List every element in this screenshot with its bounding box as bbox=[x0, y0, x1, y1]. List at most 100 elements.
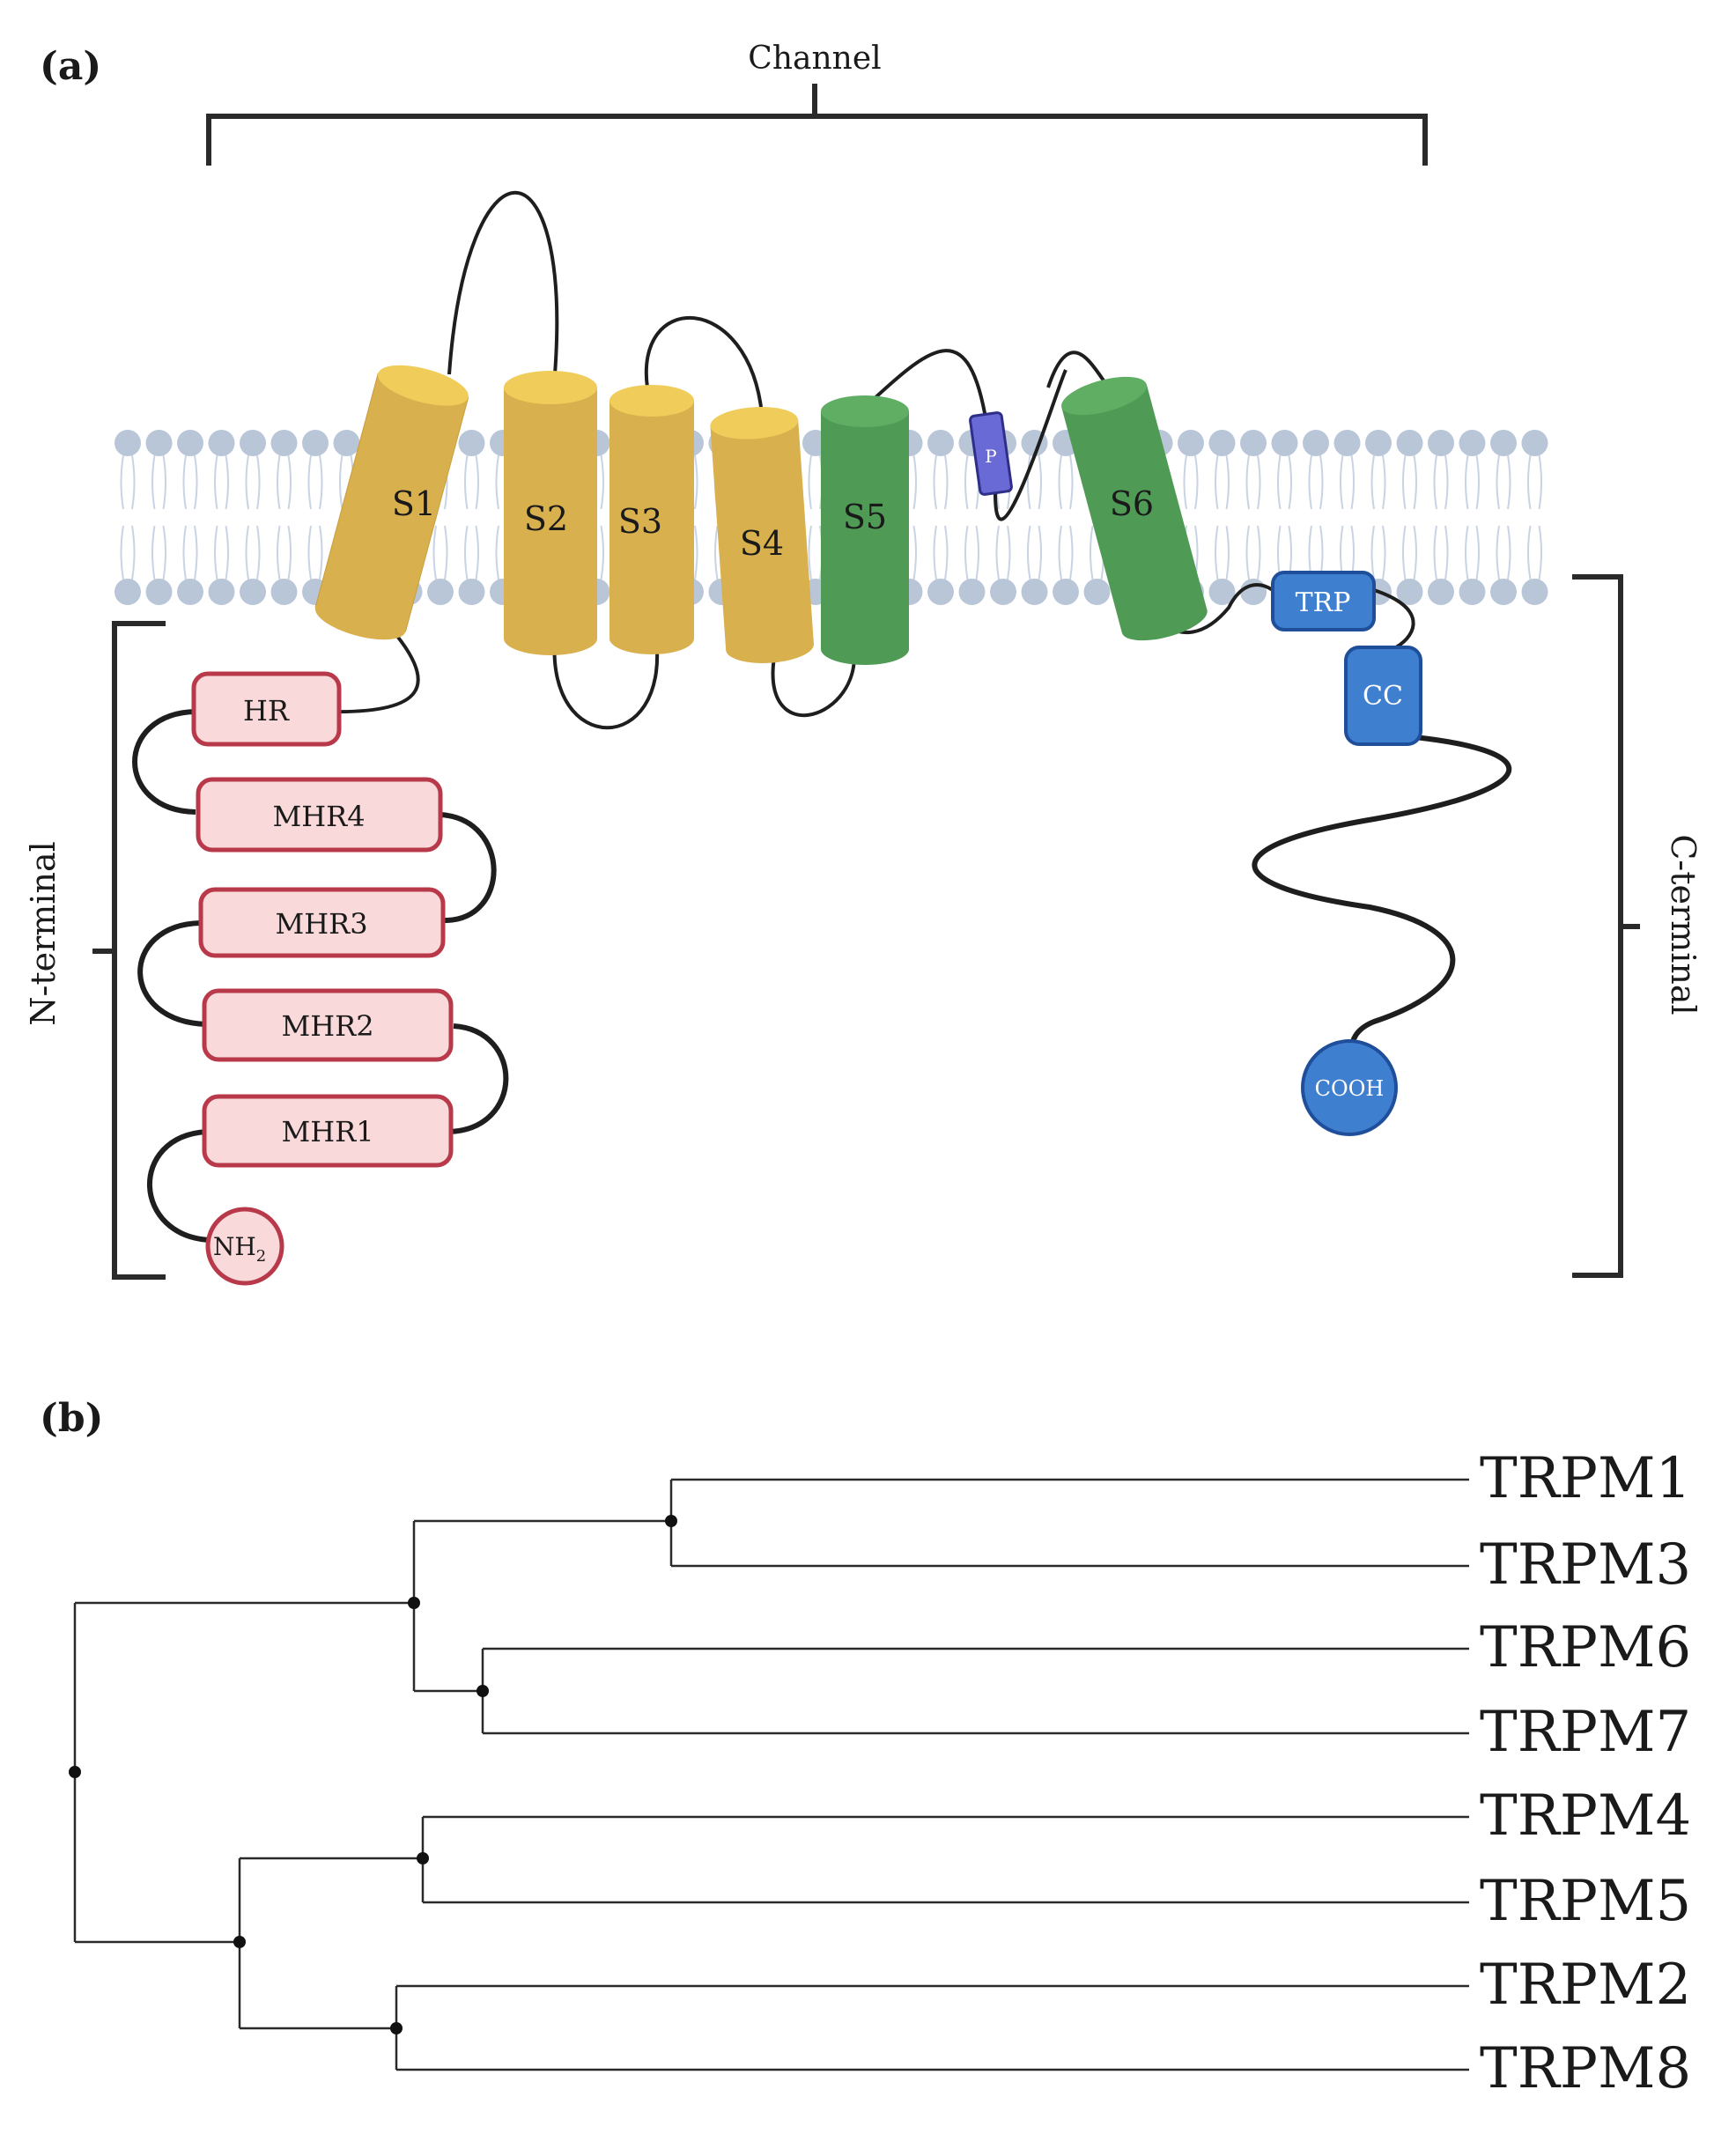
lipid-tail bbox=[912, 454, 917, 510]
lipid-head bbox=[1208, 579, 1236, 605]
lipid-tail bbox=[225, 525, 229, 580]
tree-node bbox=[665, 1515, 677, 1527]
panel-a-label: (a) bbox=[40, 44, 101, 89]
lipid-tail bbox=[319, 454, 323, 510]
helix-label-s6: S6 bbox=[1110, 484, 1154, 523]
nh2-terminus: NH2 bbox=[205, 1207, 284, 1286]
helix-label-s4: S4 bbox=[740, 524, 784, 563]
helix-label-s5: S5 bbox=[843, 498, 887, 536]
nh2-label: NH2 bbox=[213, 1232, 266, 1266]
lipid-tail bbox=[131, 454, 136, 510]
lipid-tail bbox=[475, 454, 479, 510]
cooh-label: COOH bbox=[1315, 1076, 1385, 1101]
lipid-tail bbox=[1444, 525, 1449, 580]
lipid-tail bbox=[933, 525, 937, 580]
lipid-tail bbox=[1069, 525, 1074, 580]
leaf-label: TRPM6 bbox=[1480, 1615, 1691, 1680]
lipid-tail bbox=[1038, 525, 1042, 580]
helix-label-s3: S3 bbox=[618, 502, 662, 541]
n-domain-HR: HR bbox=[191, 671, 342, 747]
lipid-tail bbox=[277, 454, 281, 510]
lipid-tail bbox=[1538, 525, 1542, 580]
pore-helix: P bbox=[969, 411, 1013, 496]
lipid-tail bbox=[1475, 525, 1480, 580]
lipid-tail bbox=[194, 525, 198, 580]
lipid-tail bbox=[495, 454, 499, 510]
helix-S2: S2 bbox=[504, 371, 597, 655]
lipid-head bbox=[1521, 430, 1548, 456]
tree-node bbox=[390, 2022, 403, 2034]
lipid-tail bbox=[1245, 454, 1250, 510]
lipid-tail bbox=[151, 454, 156, 510]
lipid-tail bbox=[225, 454, 229, 510]
lipid-tail bbox=[287, 525, 292, 580]
lipid-tail bbox=[1308, 454, 1312, 510]
lipid-tail bbox=[1370, 454, 1375, 510]
lipid-tail bbox=[694, 454, 698, 510]
lipid-tail bbox=[256, 525, 261, 580]
nh2-text: NH bbox=[213, 1232, 256, 1261]
lipid-tail bbox=[694, 525, 698, 580]
lipid-tail bbox=[277, 525, 281, 580]
tree-leaf-labels: TRPM1 TRPM3 TRPM6 TRPM7 TRPM4 TRPM5 TRPM… bbox=[1480, 1446, 1691, 2101]
lipid-head bbox=[958, 579, 986, 605]
lipid-tail bbox=[475, 525, 479, 580]
lipid-head bbox=[927, 430, 954, 456]
tree-node bbox=[476, 1685, 489, 1697]
lipid-tail bbox=[808, 525, 812, 580]
channel-label: Channel bbox=[748, 41, 881, 77]
lipid-tail bbox=[194, 454, 198, 510]
lipid-tail bbox=[1402, 525, 1407, 580]
lipid-head bbox=[458, 430, 485, 456]
lipid-head bbox=[1333, 430, 1361, 456]
lipid-head bbox=[1178, 430, 1204, 456]
lipid-head bbox=[1021, 579, 1048, 605]
lipid-tail bbox=[495, 525, 499, 580]
helix-S5: S5 bbox=[821, 395, 909, 665]
lipid-tail bbox=[944, 525, 949, 580]
lipid-tail bbox=[1340, 454, 1344, 510]
lipid-tail bbox=[1444, 454, 1449, 510]
lipid-head bbox=[177, 579, 203, 605]
n-domain-label-mhr4: MHR4 bbox=[272, 800, 365, 833]
nh2-subscript: 2 bbox=[256, 1247, 266, 1266]
lipid-tail bbox=[1413, 454, 1417, 510]
n-domain-label-hr: HR bbox=[243, 694, 290, 727]
lipid-tail bbox=[287, 454, 292, 510]
lipid-tail bbox=[1257, 454, 1261, 510]
lipid-tail bbox=[912, 525, 917, 580]
lipid-tail bbox=[975, 525, 979, 580]
lipid-tail bbox=[256, 454, 261, 510]
lipid-tail bbox=[1350, 454, 1355, 510]
helix-label-s2: S2 bbox=[524, 499, 568, 538]
helix-S1: S1 bbox=[314, 365, 469, 640]
lipid-head bbox=[333, 430, 360, 456]
lipid-tail bbox=[464, 454, 469, 510]
lipid-tail bbox=[1527, 454, 1532, 510]
lipid-tail bbox=[464, 525, 469, 580]
n-terminal-bracket bbox=[92, 621, 166, 1280]
lipid-tail bbox=[182, 525, 187, 580]
lipid-head bbox=[1428, 579, 1454, 605]
lipid-tail bbox=[808, 454, 812, 510]
tree-node bbox=[408, 1597, 420, 1609]
lipid-tail bbox=[1496, 454, 1500, 510]
lipid-head bbox=[1428, 430, 1454, 456]
lipid-tail bbox=[444, 525, 448, 580]
lipid-tail bbox=[600, 454, 604, 510]
lipid-tail bbox=[1382, 525, 1386, 580]
lipid-tail bbox=[245, 454, 249, 510]
helix-S3: S3 bbox=[609, 385, 694, 654]
lipid-tail bbox=[1058, 454, 1062, 510]
lipid-tail bbox=[1433, 454, 1437, 510]
lipid-tail bbox=[245, 525, 249, 580]
lipid-tail bbox=[714, 525, 719, 580]
channel-bracket bbox=[206, 84, 1428, 166]
c-domain-TRP: TRP bbox=[1271, 571, 1376, 631]
lipid-tail bbox=[1194, 454, 1199, 510]
lipid-head bbox=[270, 579, 298, 605]
tree-node bbox=[69, 1766, 81, 1778]
lipid-tail bbox=[1245, 525, 1250, 580]
lipid-tail bbox=[1382, 454, 1386, 510]
